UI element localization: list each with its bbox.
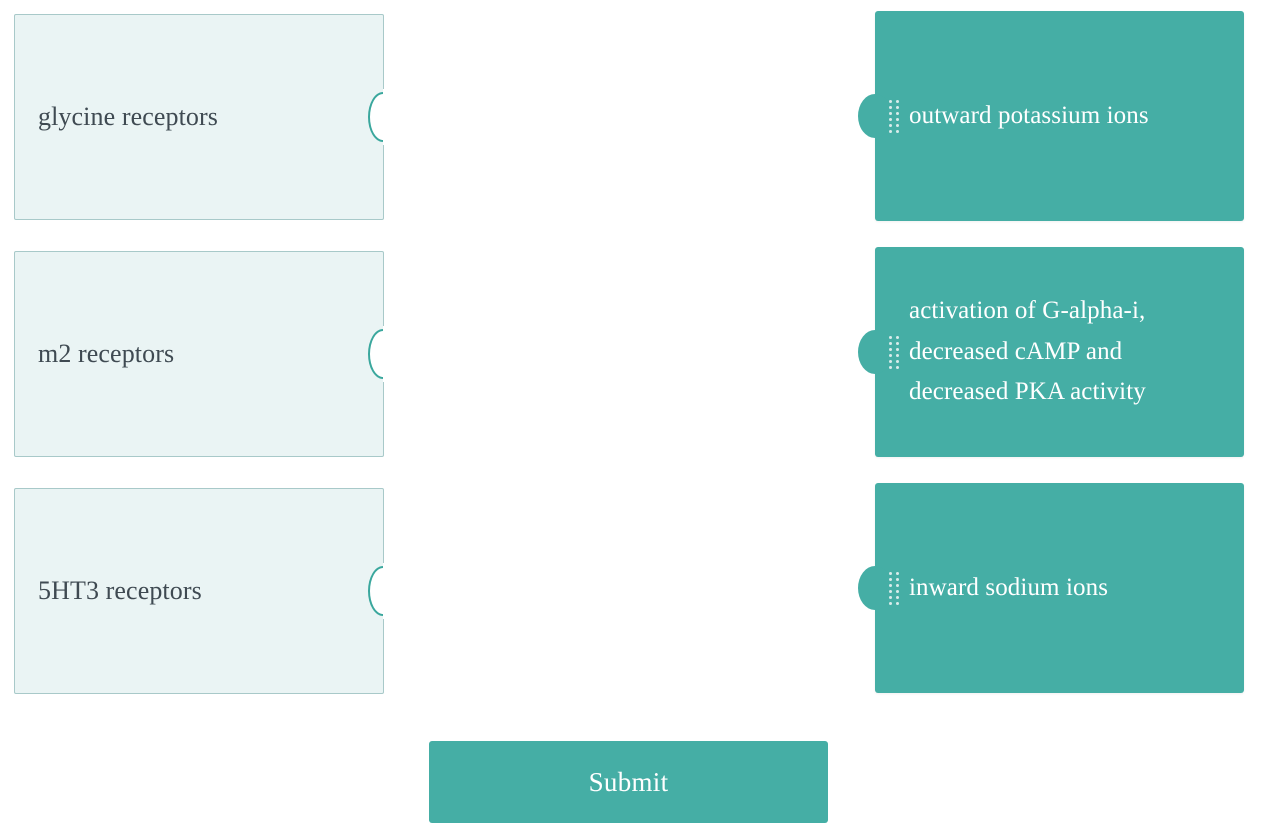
answer-label-3: inward sodium ions [909,573,1109,601]
prompt-label-2: m2 receptors [38,339,175,369]
answer-tile-2[interactable]: activation of G-alpha-i, decreased cAMP … [858,247,1244,457]
notch-mask [383,326,399,382]
prompt-column: glycine receptors m2 receptors 5HT3 rece… [14,14,399,694]
drag-handle-icon[interactable] [889,335,899,369]
prompt-label-3: 5HT3 receptors [38,576,202,606]
answer-column: outward potassium ions activation of G-a… [858,11,1244,693]
answer-tile-1[interactable]: outward potassium ions [858,11,1244,221]
puzzle-knob-icon [858,94,892,138]
prompt-label-1: glycine receptors [38,102,219,132]
answer-tile-3[interactable]: inward sodium ions [858,483,1244,693]
drop-zone-2[interactable]: m2 receptors [14,251,399,457]
drop-zone-1[interactable]: glycine receptors [14,14,399,220]
drop-zone-3[interactable]: 5HT3 receptors [14,488,399,694]
notch-mask [383,89,399,145]
puzzle-knob-icon [858,566,892,610]
drag-handle-icon[interactable] [889,571,899,605]
answer-label-2: activation of G-alpha-i, decreased cAMP … [909,297,1146,406]
drag-handle-icon[interactable] [889,99,899,133]
puzzle-knob-icon [858,330,892,374]
answer-label-1: outward potassium ions [909,101,1149,129]
submit-button[interactable]: Submit [429,741,828,823]
notch-mask [383,563,399,619]
